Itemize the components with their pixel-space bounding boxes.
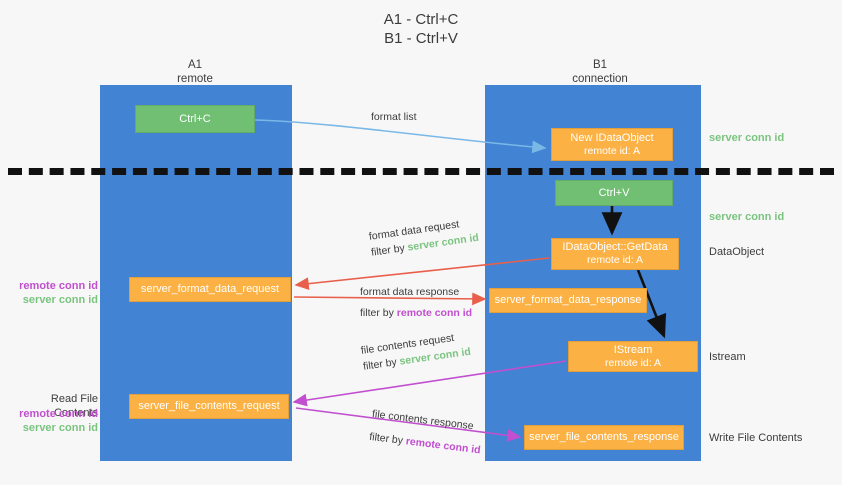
edge-label-file-contents-request: file contents request filter by server c… (360, 329, 472, 374)
title-line-2: B1 - Ctrl+V (384, 30, 458, 47)
box-ctrl-v[interactable]: Ctrl+V (555, 180, 673, 206)
box-server-file-contents-request[interactable]: server_file_contents_request (129, 394, 289, 419)
filter-value: remote conn id (405, 435, 482, 457)
edge-label-file-contents-response: file contents response filter by remote … (368, 407, 484, 457)
box-ctrl-c-label: Ctrl+C (179, 112, 211, 125)
box-new-dataobject-line1: New IDataObject (570, 131, 654, 144)
lane-a1-name: A1 (187, 59, 203, 71)
lane-header-a1: A1 remote (135, 58, 255, 86)
box-istream-line2: remote id: A (604, 356, 662, 369)
edge-label-file-contents-response-filter: filter by remote conn id (368, 430, 482, 458)
annotation-read-file-contents: Read File Contents (50, 393, 98, 419)
edge-label-file-contents-response-text: file contents response (371, 407, 475, 433)
box-new-dataobject[interactable]: New IDataObject remote id: A (551, 128, 673, 161)
annotation-server-conn-id-2: server conn id (22, 422, 98, 434)
lane-b1-name: B1 (592, 59, 608, 71)
annotation-conn-id-stack-2: remote conn id server conn id (10, 407, 98, 435)
box-server-format-data-request[interactable]: server_format_data_request (129, 277, 291, 302)
annotation-istream: Istream (709, 351, 746, 363)
filter-prefix: filter by (368, 430, 407, 448)
edge-label-format-data-response-text: format data response (360, 286, 460, 298)
annotation-server-conn-id-top: server conn id (709, 132, 785, 144)
filter-prefix: filter by (362, 355, 401, 373)
box-ctrl-v-label: Ctrl+V (598, 186, 630, 199)
box-istream-line1: IStream (613, 343, 653, 356)
filter-prefix: filter by (370, 241, 409, 259)
box-server-file-contents-response[interactable]: server_file_contents_response (524, 425, 684, 450)
box-istream[interactable]: IStream remote id: A (568, 341, 698, 372)
lane-a1-sub: remote (177, 73, 213, 85)
box-server-file-contents-response-label: server_file_contents_response (529, 431, 679, 443)
edge-label-format-list: format list (371, 110, 417, 124)
box-getdata-line2: remote id: A (586, 254, 644, 266)
filter-value: remote conn id (396, 307, 473, 319)
annotation-conn-id-stack-1: remote conn id server conn id (10, 279, 98, 307)
annotation-dataobject: DataObject (709, 246, 765, 258)
annotation-server-conn-id-mid: server conn id (709, 211, 785, 223)
box-getdata-line1: IDataObject::GetData (562, 241, 668, 253)
page-title: A1 - Ctrl+C B1 - Ctrl+V (0, 10, 842, 48)
annotation-server-conn-id-1: server conn id (22, 294, 98, 306)
annotation-remote-conn-id-2: remote conn id (19, 408, 98, 420)
box-server-format-data-response-label: server_format_data_response (494, 294, 642, 306)
box-server-file-contents-request-label: server_file_contents_request (138, 400, 280, 412)
box-server-format-data-response[interactable]: server_format_data_response (489, 288, 647, 313)
annotation-write-file-contents: Write File Contents (709, 432, 803, 444)
edge-label-format-data-response-filter: filter by remote conn id (360, 306, 472, 320)
edge-label-format-data-request: format data request filter by server con… (368, 215, 480, 260)
edge-label-format-data-response: format data response filter by remote co… (360, 285, 472, 320)
title-line-1: A1 - Ctrl+C (383, 11, 459, 28)
box-new-dataobject-line2: remote id: A (583, 144, 641, 157)
box-ctrl-c[interactable]: Ctrl+C (135, 105, 255, 133)
filter-prefix: filter by (360, 307, 397, 319)
lane-header-b1: B1 connection (535, 58, 665, 86)
phase-divider (8, 168, 834, 175)
edge-label-format-list-text: format list (371, 111, 417, 123)
box-getdata[interactable]: IDataObject::GetData remote id: A (551, 238, 679, 270)
lane-b1-sub: connection (572, 73, 628, 85)
annotation-remote-conn-id-1: remote conn id (19, 280, 98, 292)
box-server-format-data-request-label: server_format_data_request (140, 283, 280, 295)
